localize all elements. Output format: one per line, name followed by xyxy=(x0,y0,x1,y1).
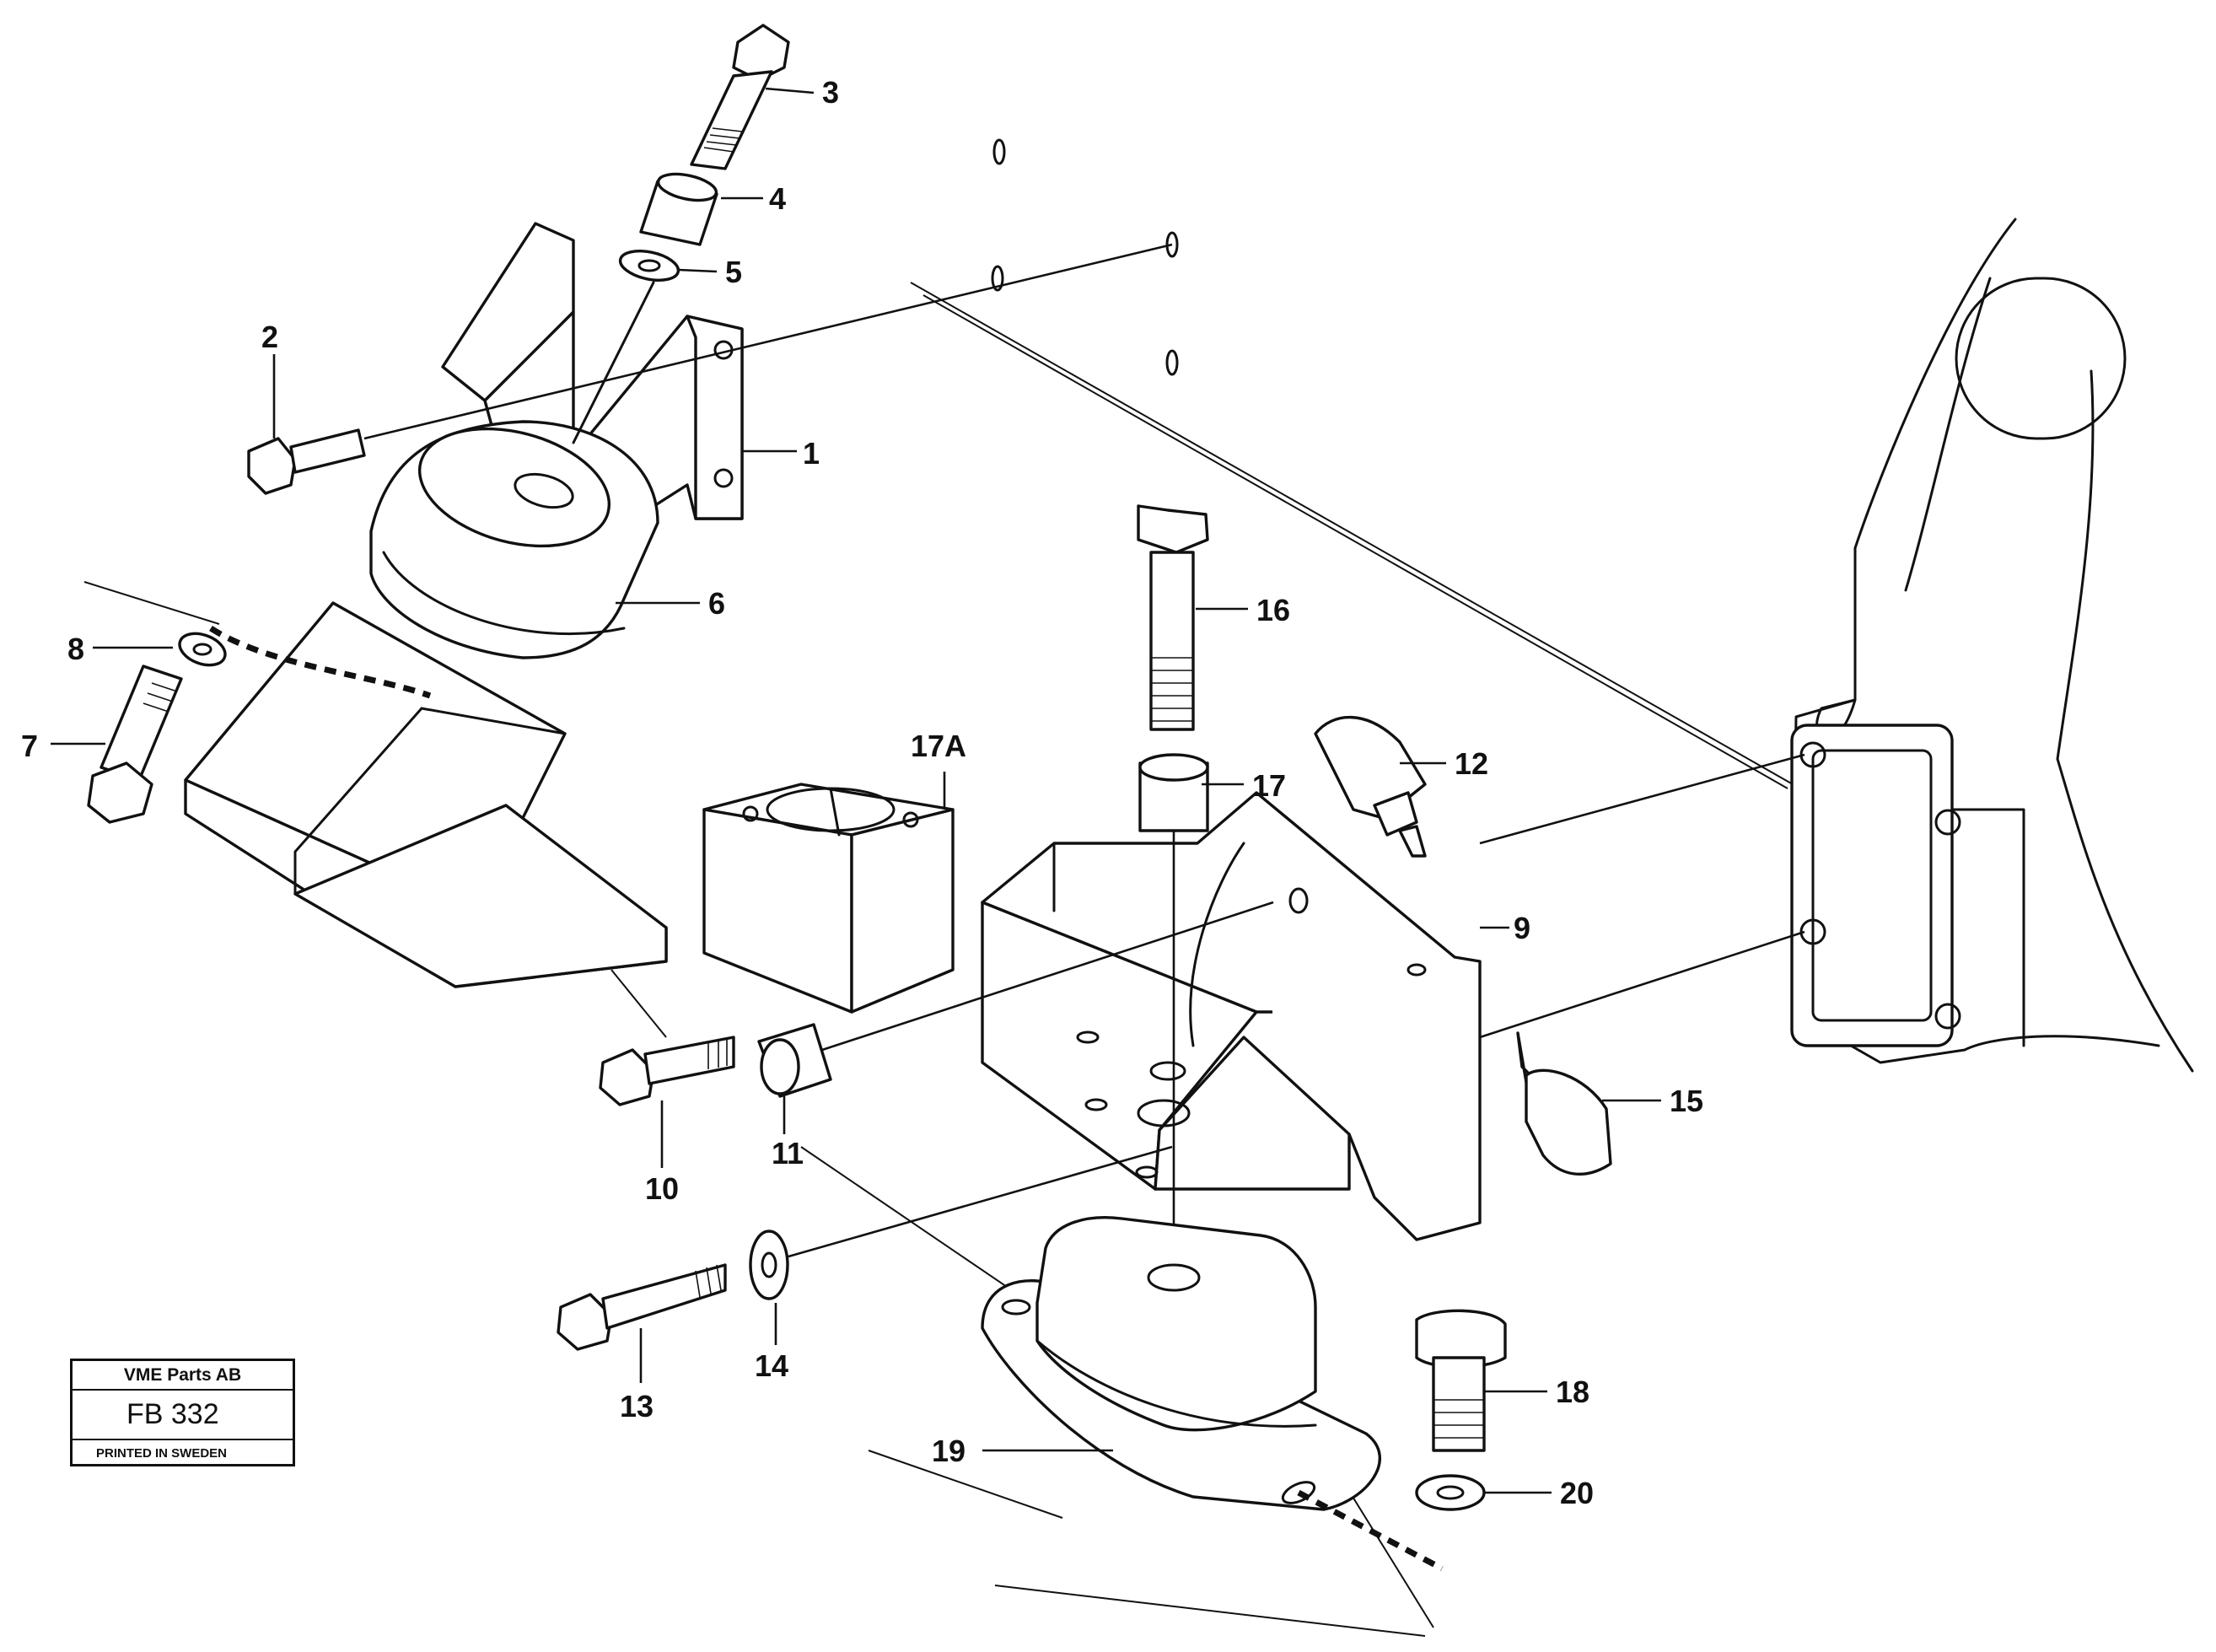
callout-17a: 17A xyxy=(911,729,966,763)
part-18-rubber-mount xyxy=(981,1216,1381,1511)
printed-note: PRINTED IN SWEDEN xyxy=(96,1446,228,1461)
part-19-bolt xyxy=(1415,1309,1507,1452)
part-6-rubber-mount xyxy=(369,420,659,659)
callout-1: 1 xyxy=(803,436,820,471)
part-2-bolt xyxy=(247,243,1173,495)
drawing-number: FB 332 xyxy=(73,1391,293,1440)
dashed-guide-8 xyxy=(209,626,432,699)
callout-15: 15 xyxy=(1670,1084,1703,1118)
callout-7: 7 xyxy=(21,729,38,763)
callout-leaders xyxy=(51,87,1661,1494)
company-name: VME Parts AB xyxy=(73,1361,293,1391)
part-4-spacer xyxy=(639,172,718,246)
callout-3: 3 xyxy=(822,75,839,110)
part-17a-block xyxy=(702,783,955,1014)
part-3-bolt xyxy=(690,24,790,170)
callout-5: 5 xyxy=(725,255,742,289)
callout-14: 14 xyxy=(755,1348,788,1383)
callout-12: 12 xyxy=(1455,746,1488,781)
part-7-bolt xyxy=(87,665,183,824)
part-5-washer xyxy=(618,250,680,282)
transmission-housing xyxy=(1790,218,2194,1073)
dashed-guide-20 xyxy=(1297,1489,1444,1572)
part-20-washer xyxy=(1415,1474,1486,1511)
callout-19: 18 xyxy=(1556,1375,1589,1409)
part-14-washer xyxy=(749,1230,789,1300)
callout-2: 2 xyxy=(261,320,278,354)
axis-line-10 xyxy=(821,901,1274,1052)
callout-6: 6 xyxy=(708,586,725,621)
callout-11: 11 xyxy=(772,1136,804,1170)
part-11-spacer xyxy=(757,1023,832,1098)
callout-18: 19 xyxy=(932,1434,965,1468)
part-13-bolt xyxy=(557,1263,727,1351)
part-17-spacer xyxy=(1138,753,1209,832)
leader-housing-2 xyxy=(1479,930,1805,1039)
left-engine-support xyxy=(184,601,668,988)
part-15-bottle xyxy=(1516,1031,1612,1176)
callout-13: 13 xyxy=(620,1389,654,1423)
callout-8: 8 xyxy=(67,632,84,666)
title-block: VME Parts AB FB 332 PRINTED IN SWEDEN xyxy=(70,1359,295,1466)
callout-9: 9 xyxy=(1514,911,1530,945)
part-16-bolt xyxy=(1137,504,1209,731)
frame-holes xyxy=(991,138,1179,376)
callout-17: 17 xyxy=(1252,768,1286,803)
axis-line-13 xyxy=(788,1145,1173,1258)
part-9-main-bracket xyxy=(981,791,1482,1241)
callout-16: 16 xyxy=(1256,593,1290,627)
leader-housing-1 xyxy=(1479,753,1805,845)
callout-4: 4 xyxy=(769,181,786,216)
part-12-sealant-tube xyxy=(1314,715,1427,858)
axis-line-3 xyxy=(572,281,655,444)
callout-labels: 3 4 5 2 1 6 8 7 16 17A 17 12 9 15 11 10 … xyxy=(21,75,1703,1510)
frame-lines xyxy=(83,282,1831,1637)
part-8-washer xyxy=(178,632,227,667)
part-10-bolt xyxy=(599,1036,735,1106)
callout-20: 20 xyxy=(1560,1476,1594,1510)
callout-10: 10 xyxy=(645,1171,679,1206)
